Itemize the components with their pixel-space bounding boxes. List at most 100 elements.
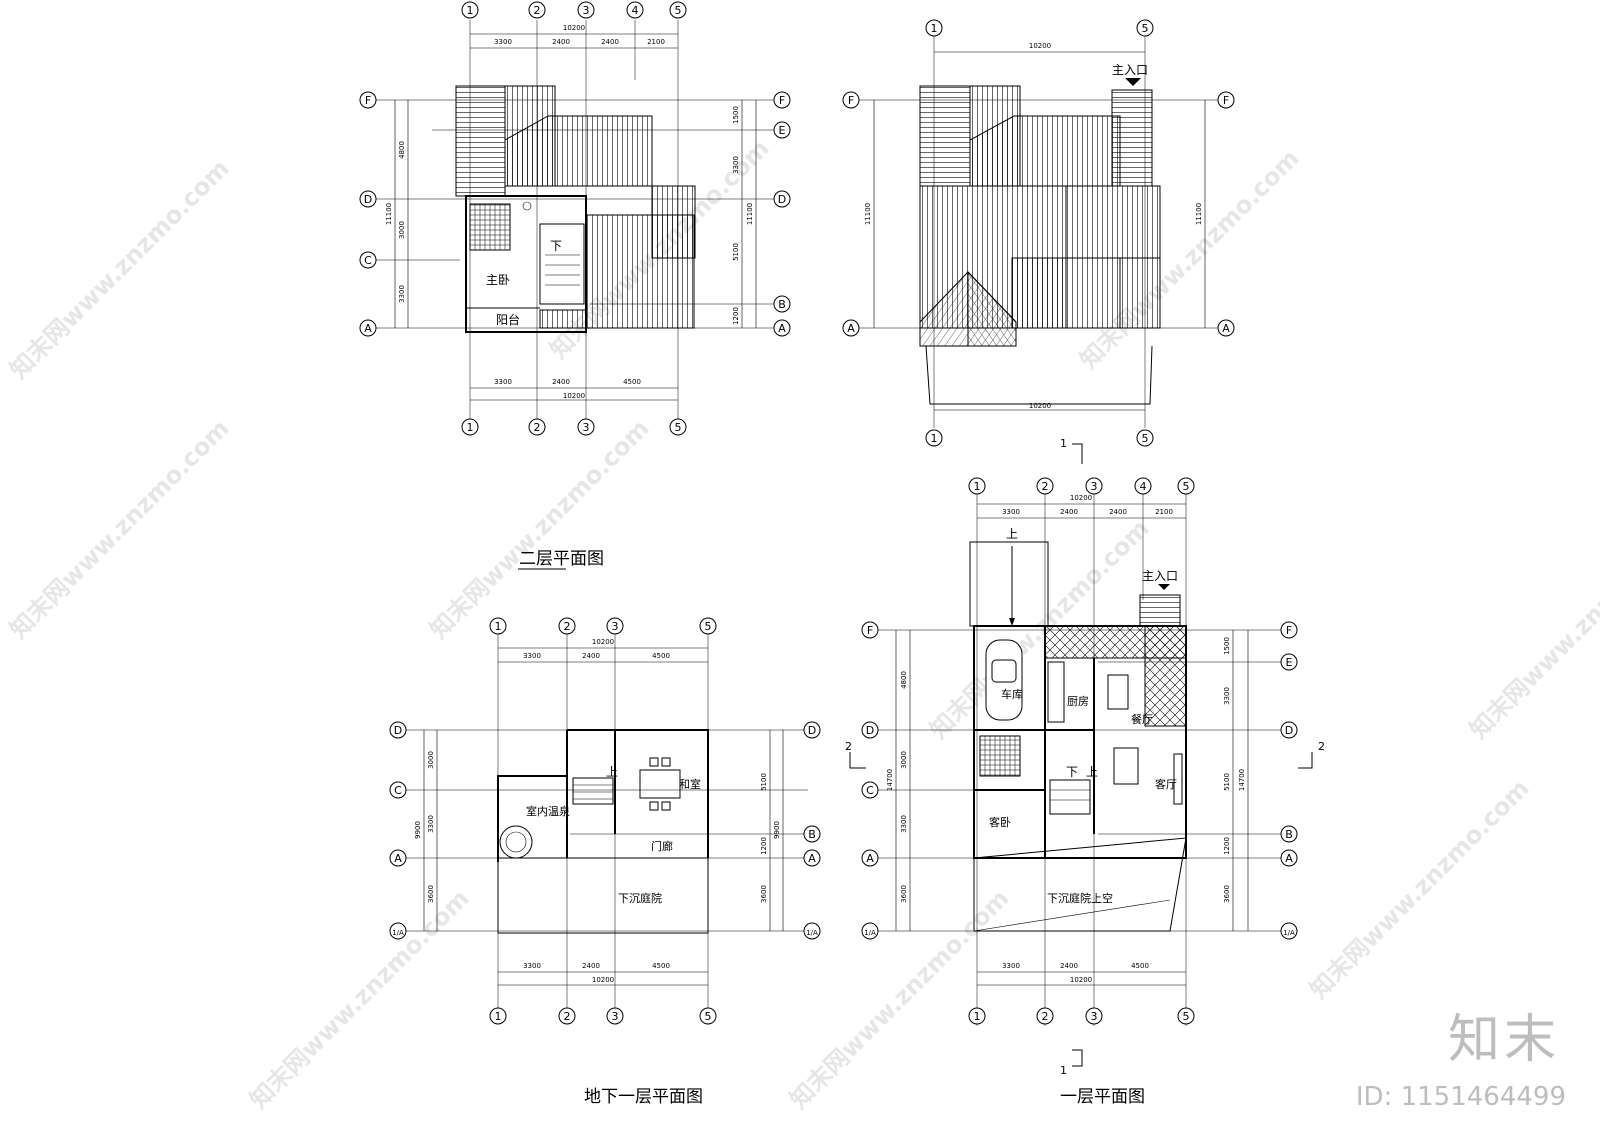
dim-vertical: 1500 — [1223, 637, 1231, 655]
axis-bubble — [359, 319, 377, 337]
dim-vertical: 1200 — [760, 837, 768, 855]
watermark-text: 知末网www.znzmo.com — [4, 414, 234, 644]
axis-number: 2 — [1042, 1010, 1049, 1023]
dim-vertical-total: 14700 — [886, 769, 894, 791]
axis-number: 3 — [1091, 480, 1098, 493]
dim-vertical: 3000 — [398, 221, 406, 239]
axis-bubble — [461, 418, 479, 436]
dim-total: 10200 — [592, 976, 614, 984]
axis-letter: B — [808, 828, 816, 841]
dim-total: 10200 — [1070, 976, 1092, 984]
axis-bubble — [1280, 825, 1298, 843]
dim-segment: 3300 — [1002, 962, 1020, 970]
axis-bubble — [461, 1, 479, 19]
axis-letter: A — [394, 852, 402, 865]
axis-bubble — [1280, 621, 1298, 639]
room-label-washitsu: 和室 — [679, 777, 701, 791]
dim-vertical: 3300 — [732, 156, 740, 174]
axis-letter: 1/A — [392, 929, 404, 937]
axis-number: 5 — [675, 4, 682, 17]
axis-number: 2 — [534, 4, 541, 17]
axis-letter: A — [866, 852, 874, 865]
axis-bubble — [389, 849, 407, 867]
dim-vertical-total: 9900 — [414, 821, 422, 839]
dim-total: 10200 — [563, 24, 585, 32]
section-mark-2-left: 2 — [845, 740, 852, 753]
axis-letter: C — [364, 254, 372, 267]
dim-vertical-total: 11100 — [746, 203, 754, 225]
section-mark-1: 1 — [1060, 437, 1067, 450]
axis-bubble — [861, 621, 879, 639]
axis-bubble — [669, 1, 687, 19]
axis-bubble — [577, 1, 595, 19]
axis-bubble — [861, 849, 879, 867]
dim-vertical: 1200 — [732, 307, 740, 325]
watermark-text: 知末网www.znzmo.com — [244, 884, 474, 1114]
axis-letter: F — [867, 624, 873, 637]
dim-segment: 2400 — [582, 652, 600, 660]
room-label-spring: 室内温泉 — [526, 804, 570, 818]
dim-segment: 2400 — [1060, 962, 1078, 970]
axis-bubble — [1280, 653, 1298, 671]
room-label-master: 主卧 — [486, 273, 510, 287]
dim-segment: 2400 — [1109, 508, 1127, 516]
axis-bubble — [773, 319, 791, 337]
room-label-porch: 门廊 — [651, 839, 673, 853]
axis-letter: F — [848, 94, 854, 107]
axis-number: 1 — [495, 620, 502, 633]
axis-letter: 1/A — [806, 929, 818, 937]
axis-bubble — [359, 190, 377, 208]
dim-segment: 4500 — [652, 652, 670, 660]
axis-letter: A — [1285, 852, 1293, 865]
dim-vertical: 3300 — [1223, 687, 1231, 705]
dim-vertical: 5100 — [732, 243, 740, 261]
axis-bubble — [558, 1007, 576, 1025]
axis-bubble — [1217, 91, 1235, 109]
axis-bubble — [528, 1, 546, 19]
axis-letter: A — [808, 852, 816, 865]
axis-letter: 1/A — [864, 929, 876, 937]
axis-letter: D — [394, 724, 402, 737]
driveway-up-label: 上 — [1006, 527, 1018, 541]
section-mark-1-bottom: 1 — [1060, 1064, 1067, 1077]
axis-letter: F — [1286, 624, 1292, 637]
dim-vertical: 1500 — [732, 106, 740, 124]
dim-segment: 2400 — [552, 378, 570, 386]
axis-letter: A — [1222, 322, 1230, 335]
axis-bubble — [925, 19, 943, 37]
axis-number: 3 — [1091, 1010, 1098, 1023]
dim-segment: 2100 — [1155, 508, 1173, 516]
axis-number: 1 — [974, 480, 981, 493]
dim-segment: 4500 — [652, 962, 670, 970]
dim-vertical: 3600 — [427, 885, 435, 903]
stair-up-label: 上 — [606, 765, 618, 779]
axis-bubble — [558, 617, 576, 635]
watermark-text: 知末网www.znzmo.com — [784, 884, 1014, 1114]
axis-bubble — [626, 1, 644, 19]
dim-vertical: 3600 — [900, 885, 908, 903]
axis-bubble — [773, 121, 791, 139]
axis-bubble — [925, 429, 943, 447]
dim-vertical-total: 11100 — [864, 203, 872, 225]
ground-floor-title: 一层平面图 — [1060, 1087, 1145, 1107]
dim-segment: 2400 — [552, 38, 570, 46]
second-floor-title: 二层平面图 — [519, 549, 604, 569]
dim-total: 10200 — [592, 638, 614, 646]
roof-plan: 主入口 1 — [855, 28, 1222, 464]
axis-bubble — [577, 418, 595, 436]
dim-total: 10200 — [1029, 42, 1051, 50]
axis-bubble — [842, 319, 860, 337]
dim-segment: 2400 — [1060, 508, 1078, 516]
axis-number: 2 — [534, 421, 541, 434]
watermark-text: 知末网www.znzmo.com — [1304, 774, 1534, 1004]
room-label-kitchen: 厨房 — [1067, 695, 1089, 708]
dim-segment: 2400 — [601, 38, 619, 46]
axis-letter: D — [1285, 724, 1293, 737]
watermark-text: 知末网www.znzmo.com — [1464, 514, 1600, 744]
room-label-balcony: 阳台 — [496, 312, 520, 327]
axis-bubble — [359, 251, 377, 269]
dim-segment: 3300 — [1002, 508, 1020, 516]
axis-bubble — [1136, 19, 1154, 37]
axis-bubble — [1177, 477, 1195, 495]
axis-bubble — [803, 825, 821, 843]
